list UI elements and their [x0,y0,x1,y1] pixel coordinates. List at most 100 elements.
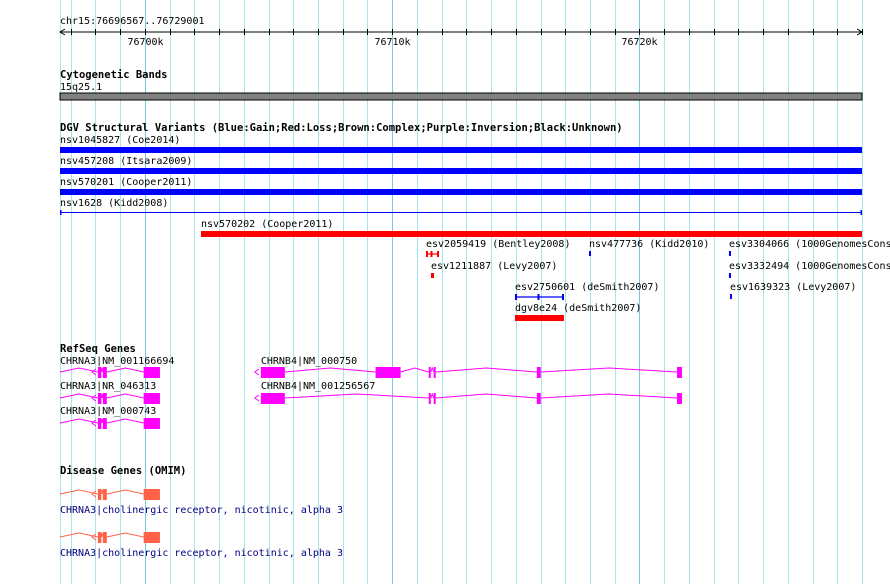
dgv-feature-bar[interactable] [60,147,862,153]
dgv-feature-label: nsv570202 (Cooper2011) [201,219,333,230]
gene-feature[interactable]: CHRNA3|NM_001166694 [59,356,174,378]
dgv-feature-label: nsv570201 (Cooper2011) [60,177,192,188]
gene-intron [59,393,99,399]
dgv-feature[interactable]: nsv457208 (Itsara2009) [60,156,862,174]
gene-intron [430,392,435,399]
strand-arrow-icon [91,533,97,541]
dgv-feature[interactable]: nsv570202 (Cooper2011) [200,219,862,237]
gene-intron [106,489,144,495]
dgv-feature[interactable]: esv2750601 (deSmith2007) [514,282,660,300]
gene-feature[interactable]: CHRNA3|cholinergic receptor, nicotinic, … [59,489,343,516]
gene-intron [106,367,144,373]
gene-feature[interactable]: CHRNA3|NM_000743 [59,406,160,429]
gene-feature[interactable]: CHRNA3|cholinergic receptor, nicotinic, … [59,532,343,559]
gene-label: CHRNA3|NR_046313 [60,381,156,392]
gene-intron [400,367,429,373]
gene-intron [284,367,376,373]
dgv-feature-label: esv1639323 (Levy2007) [730,282,856,293]
dgv-feature[interactable]: nsv570201 (Cooper2011) [60,177,862,195]
dgv-feature[interactable]: nsv477736 (Kidd2010) [588,239,709,256]
dgv-feature-label: esv2059419 (Bentley2008) [426,239,570,250]
dgv-feature[interactable]: dgv8e24 (deSmith2007) [514,303,641,321]
gene-intron [435,367,537,373]
gene-exon [102,367,107,378]
gene-exon [428,367,431,378]
band-label: 15q25.1 [60,82,102,93]
dgv-feature[interactable]: esv2059419 (Bentley2008) [425,239,570,257]
gene-exon [97,418,102,429]
dgv-feature[interactable]: esv1639323 (Levy2007) [729,282,856,299]
dgv-feature-bar[interactable] [728,273,731,278]
dgv-feature-bar[interactable] [728,251,731,256]
track-title-refseq: RefSeq Genes [60,343,136,355]
gene-label: CHRNA3|NM_000743 [60,406,156,417]
dgv-feature-bar[interactable] [430,273,434,278]
dgv-feature-bar[interactable] [60,168,862,174]
omim-track: CHRNA3|cholinergic receptor, nicotinic, … [59,489,343,559]
gene-exon [97,532,102,543]
track-title-omim: Disease Genes (OMIM) [60,465,186,477]
gene-exon [143,418,160,429]
dgv-feature[interactable]: nsv1045827 (Coe2014) [60,135,862,153]
dgv-feature-end [60,210,62,215]
ruler-tick-label: 76720k [621,37,657,48]
gene-intron [59,489,99,495]
ruler[interactable]: 76700k 76710k 76720k [59,28,863,48]
gene-intron [106,393,144,399]
gene-exon [536,367,541,378]
refseq-track: CHRNA3|NM_001166694CHRNA3|NR_046313CHRNA… [59,356,682,429]
gene-exon [143,393,160,404]
gene-exon [433,367,436,378]
gene-intron [540,393,678,399]
gene-intron [100,367,104,373]
dgv-feature-label: nsv1045827 (Coe2014) [60,135,180,146]
ruler-tick-label: 76700k [127,37,163,48]
gene-label: CHRNA3|cholinergic receptor, nicotinic, … [60,548,343,559]
dgv-feature-label: nsv1628 (Kidd2008) [60,198,168,209]
dgv-feature-bar[interactable] [588,251,591,256]
gene-feature[interactable]: CHRNA3|NR_046313 [59,381,160,404]
dgv-feature-block [561,294,564,300]
gene-exon [102,532,107,543]
scroll-left-arrow-icon[interactable] [59,28,66,36]
gene-exon [143,532,160,543]
gene-label: CHRNA3|NM_001166694 [60,356,174,367]
dgv-feature-label: esv1211887 (Levy2007) [431,261,557,272]
gene-exon [143,367,160,378]
dgv-feature-label: nsv477736 (Kidd2010) [589,239,709,250]
dgv-track: nsv1045827 (Coe2014) nsv457208 (Itsara200… [60,135,890,321]
dgv-feature-block [537,294,540,300]
gene-intron [100,532,104,538]
gene-intron [284,393,429,399]
gene-exon [143,489,160,500]
gene-exon [433,393,436,404]
gene-feature[interactable]: CHRNB4|NM_000750 [254,356,682,378]
gene-feature[interactable]: CHRNB4|NM_001256567 [254,381,682,404]
cytoband-15q25-1[interactable] [59,92,863,101]
gene-exon [97,393,102,404]
gene-exon [260,393,285,404]
dgv-feature-bar[interactable] [514,315,564,321]
dgv-feature-block [425,251,428,257]
dgv-feature[interactable]: esv1211887 (Levy2007) [430,261,557,278]
gene-intron [100,393,104,399]
gene-exon [536,393,541,404]
location-label: chr15:76696567..76729001 [60,16,205,27]
gene-exon [428,393,431,404]
dgv-feature-bar[interactable] [200,231,862,237]
strand-arrow-icon [91,490,97,498]
gene-exon [97,367,102,378]
track-title-dgv: DGV Structural Variants (Blue:Gain;Red:L… [60,122,623,134]
dgv-feature[interactable]: nsv1628 (Kidd2008) [60,198,862,215]
gene-exon [102,489,107,500]
gene-intron [59,418,99,424]
dgv-feature-bar[interactable] [729,294,732,299]
gene-exon [102,418,107,429]
dgv-feature[interactable]: esv3304066 (1000GenomesCons [728,239,890,256]
strand-arrow-icon [254,368,260,376]
dgv-feature-end [860,210,862,215]
dgv-feature-bar[interactable] [60,189,862,195]
dgv-feature[interactable]: esv3332494 (1000GenomesCons [728,261,890,278]
ruler-tick-label: 76710k [374,37,410,48]
